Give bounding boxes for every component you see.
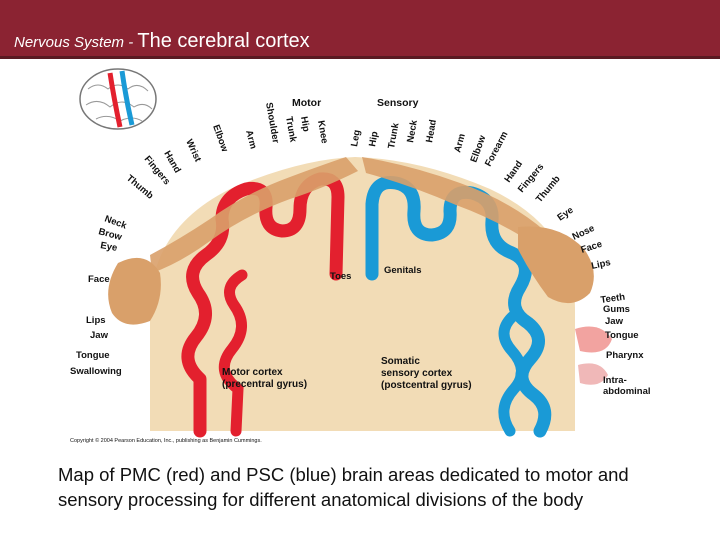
motor-label-shoulder: Shoulder [263,102,281,145]
slide-header [0,0,720,56]
motor-label-jaw: Jaw [90,330,109,341]
sensory-label-intra: Intra- [603,375,627,386]
sensory-cortex-fold [498,311,527,437]
copyright-notice: Copyright © 2004 Pearson Education, Inc.… [70,437,262,444]
motor-label-arm: Arm [243,129,259,150]
motor-face [108,257,161,325]
sensory-label-pharynx: Pharynx [606,350,644,361]
motor-label-knee: Knee [315,120,330,145]
sensory-label-face: Face [580,239,604,256]
sensory-label-tongue: Tongue [605,330,639,341]
motor-label-wrist: Wrist [183,138,203,165]
motor-cortex-sublabel: (precentral gyrus) [222,379,307,390]
motor-label-trunk: Trunk [283,116,298,144]
sensory-label-jaw: Jaw [605,316,624,327]
cortex-tissue [150,157,575,431]
sensory-label-leg: Leg [349,129,363,148]
motor-cortex-label: Motor cortex [222,367,283,378]
slide-caption: Map of PMC (red) and PSC (blue) brain ar… [58,464,629,510]
sensory-label-forearm: Forearm [483,130,511,169]
motor-label-lips: Lips [86,315,106,326]
motor-label-thumb: Thumb [124,173,155,202]
sensory-label-neck: Neck [405,119,420,144]
brain-icon [79,68,157,130]
sensory-label-hip: Hip [367,130,381,147]
sensory-label-trunk: Trunk [386,121,401,149]
sensory-heading: Sensory [377,97,419,109]
motor-label-swallowing: Swallowing [70,366,122,377]
title-prefix: Nervous System - [14,34,138,51]
sensory-label-nose: Nose [571,223,597,243]
header-divider [0,56,720,59]
motor-homunculus [150,157,358,273]
sensory-cortex-sublabel: (postcentral gyrus) [381,380,472,391]
sensory-cortex-label-1: Somatic [381,356,420,367]
motor-label-elbow: Elbow [210,123,230,154]
sensory-cortex-band [365,175,552,438]
sensory-label-abdominal: abdominal [603,386,651,397]
slide-title: Nervous System - The cerebral cortex [14,30,310,53]
motor-label-face: Face [88,274,110,285]
sensory-label-lips: Lips [590,257,611,272]
cortex-homunculus-diagram: Motor Sensory Knee Hip Trunk Shoulder Ar… [70,68,651,444]
motor-label-eye: Eye [99,240,118,254]
motor-cortex-fold [218,269,248,437]
motor-heading: Motor [292,97,321,109]
sensory-pharynx [578,363,608,385]
sensory-label-teeth: Teeth [600,292,626,306]
sensory-label-arm: Arm [452,133,468,154]
sensory-label-genitals: Genitals [384,265,422,276]
sensory-label-gums: Gums [603,304,630,315]
sensory-label-eye: Eye [555,205,575,224]
motor-label-toes: Toes [330,271,351,282]
motor-label-tongue: Tongue [76,350,110,361]
sensory-tongue [575,326,612,353]
title-main: The cerebral cortex [137,30,310,52]
sensory-label-head: Head [424,119,439,144]
sensory-homunculus [362,157,545,247]
sensory-face [518,226,594,304]
motor-label-hip: Hip [298,116,312,133]
sensory-cortex-label-2: sensory cortex [381,368,453,379]
